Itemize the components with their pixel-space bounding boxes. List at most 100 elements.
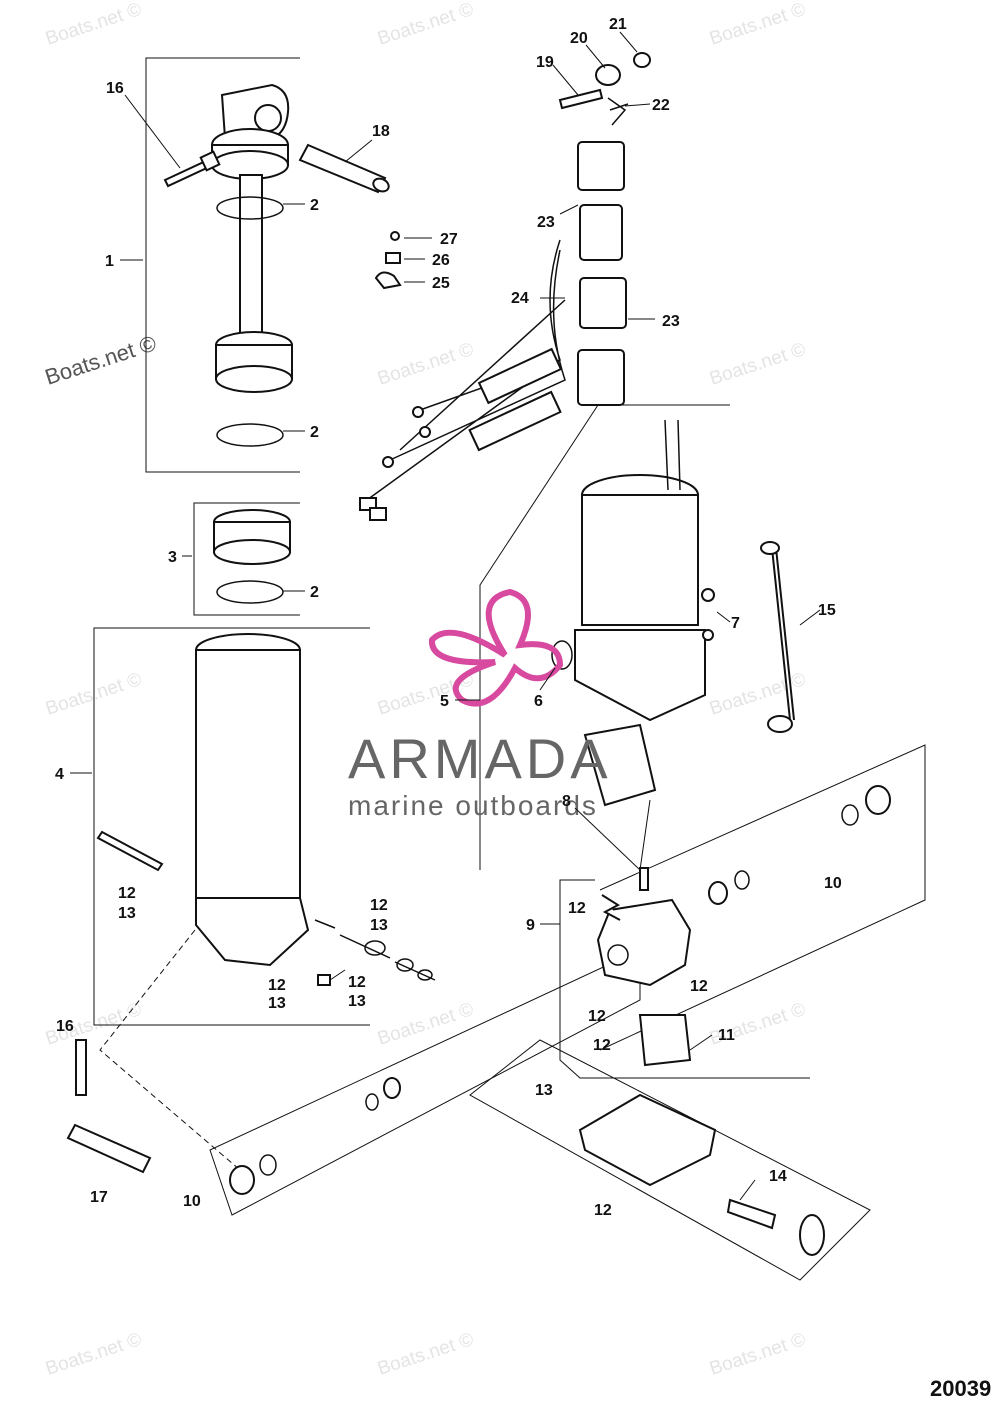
pin-end [372, 177, 390, 193]
ram-shaft [239, 174, 263, 346]
pump-motor [551, 419, 795, 891]
armada-logo: ARMADA marine outboards [348, 588, 612, 821]
ground-strap [771, 547, 795, 721]
leader [539, 667, 556, 691]
group-boxes [93, 57, 926, 1281]
valve-cap [799, 1214, 825, 1256]
callout-12: 12 [118, 885, 136, 902]
valve-body [383, 1077, 401, 1099]
long-screw [96, 830, 164, 872]
callout-16: 16 [106, 80, 124, 97]
pump-body [596, 898, 692, 987]
callout-12: 12 [593, 1037, 611, 1054]
callout-6: 6 [534, 693, 543, 710]
callout-22: 22 [652, 97, 670, 114]
callout-10: 10 [824, 875, 842, 892]
leader [552, 64, 579, 96]
watermark: Boats.net © [42, 330, 159, 389]
callout-10: 10 [183, 1193, 201, 1210]
o-ring [551, 640, 573, 670]
o-ring [734, 870, 750, 890]
watermark: Boats.net © [375, 999, 476, 1050]
dashed-leader [99, 929, 241, 1171]
propeller-icon [429, 588, 564, 707]
watermark: Boats.net © [375, 0, 476, 50]
callout-2: 2 [310, 584, 319, 601]
callout-12: 12 [568, 900, 586, 917]
leader [624, 103, 651, 107]
clamp [374, 271, 402, 290]
callout-13: 13 [118, 905, 136, 922]
relay [577, 349, 625, 406]
screw-head [199, 150, 221, 172]
callout-12: 12 [268, 977, 286, 994]
clip [385, 252, 401, 264]
callout-13: 13 [370, 917, 388, 934]
watermark: Boats.net © [707, 339, 808, 390]
leader [716, 611, 731, 623]
leader [585, 44, 606, 69]
relief-valve [726, 1198, 777, 1230]
seal-plate [638, 1014, 692, 1067]
group-box-motor [479, 404, 730, 870]
callouts: 1 2 2 2 3 4 5 6 7 8 9 10 10 11 12 13 12 … [55, 16, 842, 1219]
callout-25: 25 [432, 275, 450, 292]
watermark: Boats.net © [43, 1329, 144, 1380]
group-box-manifold [469, 1039, 871, 1281]
callout-11: 11 [718, 1027, 735, 1044]
small-nut [633, 52, 651, 68]
callout-23: 23 [537, 214, 555, 231]
valve-cap-left [229, 1165, 255, 1195]
harness-sleeve [477, 347, 563, 405]
callout-2: 2 [310, 197, 319, 214]
gasket [583, 723, 657, 807]
cylinder-base [195, 897, 310, 967]
relay [579, 204, 623, 261]
brand-subtitle: marine outboards [348, 790, 598, 821]
valve-body [708, 881, 728, 905]
valve-seal [417, 969, 433, 981]
callout-20: 20 [570, 30, 588, 47]
o-ring [365, 1093, 379, 1111]
harness-sleeve [468, 390, 562, 452]
piston-assembly [213, 509, 291, 604]
callout-13: 13 [268, 995, 286, 1012]
manifold [578, 1093, 717, 1187]
callout-12: 12 [690, 978, 708, 995]
group-box-valve-right [599, 744, 926, 1051]
callout-12: 12 [594, 1202, 612, 1219]
callout-8: 8 [562, 793, 571, 810]
callout-23: 23 [662, 313, 680, 330]
diagram-number: 20039 [930, 1376, 991, 1401]
callout-13: 13 [348, 993, 366, 1010]
relay-harness [359, 52, 651, 521]
leader [344, 139, 373, 163]
ram-assembly [211, 83, 293, 447]
callout-2: 2 [310, 424, 319, 441]
brand-name: ARMADA [348, 727, 612, 790]
nut [595, 64, 621, 86]
callout-13: 13 [535, 1082, 553, 1099]
leader [799, 609, 821, 626]
leader [574, 799, 651, 872]
piston-bottom [215, 365, 293, 393]
spring [601, 894, 621, 921]
callout-7: 7 [731, 615, 740, 632]
ring-terminal [419, 426, 431, 438]
small-plug [317, 974, 331, 986]
leader [689, 1034, 713, 1051]
watermark: Boats.net © [375, 339, 476, 390]
o-ring [216, 196, 284, 220]
callout-21: 21 [609, 16, 627, 33]
callout-12: 12 [588, 1008, 606, 1025]
callout-15: 15 [818, 602, 836, 619]
ram-eye-bore [254, 104, 282, 132]
relay [579, 277, 627, 329]
bolt [558, 88, 604, 110]
pivot-pin [66, 1123, 152, 1174]
group-box-piston [193, 502, 300, 616]
watermark: Boats.net © [375, 1329, 476, 1380]
o-ring [259, 1154, 277, 1176]
wire-bundle [359, 239, 566, 506]
o-ring [841, 804, 859, 826]
